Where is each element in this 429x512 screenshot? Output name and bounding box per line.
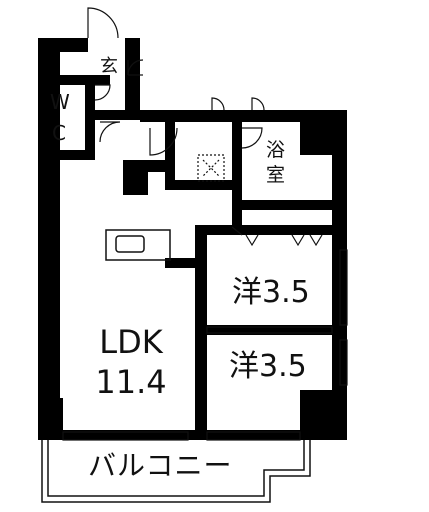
wc-label-line1: W [50,90,70,114]
bathroom-label-line2: 室 [266,164,286,186]
balcony-outline [41,440,311,503]
washer-pan [197,154,225,182]
western-room-1-label: 洋3.5 [232,275,310,310]
genkan-label: 玄 [100,56,118,77]
interior-walls [38,75,332,430]
windows [62,249,348,441]
balcony-label: バルコニー [88,449,233,482]
ldk-size-label: 11.4 [95,363,167,401]
doors [87,7,323,247]
kitchen-counter [105,229,171,261]
ldk-label: LDK [99,323,163,361]
bathroom-label-line1: 浴 [266,139,286,161]
outer-walls [38,38,347,440]
western-room-2-label: 洋3.5 [229,349,307,384]
wc-label-line2: C [52,121,66,145]
